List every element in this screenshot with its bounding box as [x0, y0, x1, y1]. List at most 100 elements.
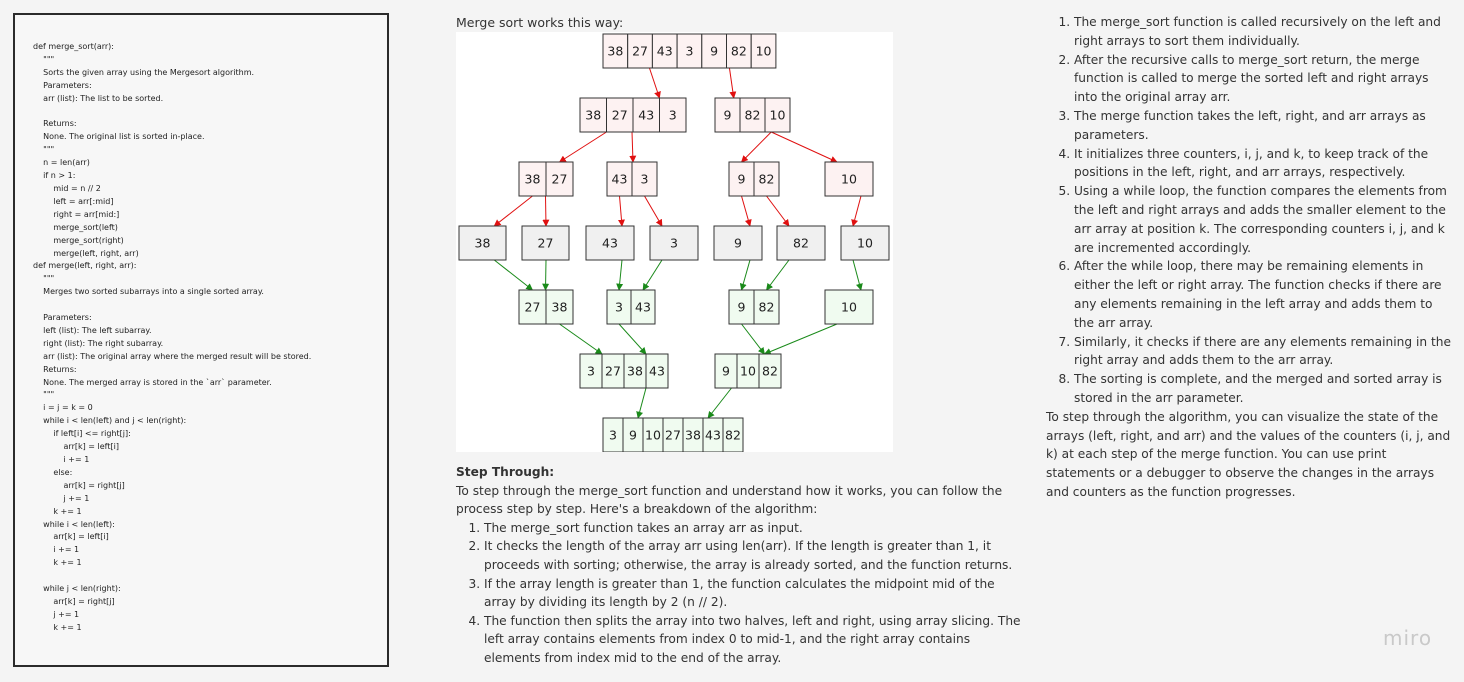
array-node-l3[interactable]: 43 — [585, 225, 635, 261]
array-node-m2[interactable]: 3 43 — [606, 289, 656, 325]
array-cell — [758, 353, 782, 389]
split-arrow — [741, 131, 772, 163]
array-node-s12[interactable]: 43 3 — [606, 161, 658, 197]
array-cell-value: 43 — [635, 300, 651, 315]
array-cell-value: 3 — [641, 172, 649, 187]
split-arrow — [648, 67, 661, 99]
array-cell — [714, 97, 741, 133]
array-cell-value: 3 — [669, 108, 677, 123]
array-cell-value: 82 — [731, 44, 747, 59]
array-node-l2[interactable]: 27 — [521, 225, 570, 261]
array-cell — [824, 289, 874, 325]
array-node-m4[interactable]: 10 — [824, 289, 874, 325]
merge-arrow — [636, 387, 647, 419]
array-cell-value: 43 — [649, 364, 665, 379]
step-item-10: After the while loop, there may be remai… — [1074, 257, 1454, 332]
array-cell — [518, 289, 547, 325]
array-cell-value: 38 — [607, 44, 623, 59]
array-cell-value: 3 — [685, 44, 693, 59]
array-cell-value: 10 — [645, 428, 661, 443]
merge-arrow — [739, 259, 751, 291]
array-cell-value: 3 — [670, 236, 678, 251]
array-cell — [651, 33, 678, 69]
merge-arrow — [618, 323, 647, 355]
array-node-l4[interactable]: 3 — [649, 225, 699, 261]
array-cell-value: 82 — [759, 172, 775, 187]
algorithm-notes: The merge_sort function is called recurs… — [1046, 13, 1454, 502]
array-cell-value: 43 — [705, 428, 721, 443]
array-cell-value: 38 — [627, 364, 643, 379]
array-cell — [824, 161, 874, 197]
array-cell-value: 10 — [770, 108, 786, 123]
array-cell-value: 9 — [734, 236, 742, 251]
array-cell — [521, 225, 570, 261]
step-item-5: The merge_sort function is called recurs… — [1074, 13, 1454, 51]
array-cell — [458, 225, 507, 261]
step-item-8: It initializes three counters, i, j, and… — [1074, 145, 1454, 183]
split-arrow — [644, 195, 663, 227]
array-cell — [728, 161, 755, 197]
step-item-6: After the recursive calls to merge_sort … — [1074, 51, 1454, 107]
array-cell-value: 9 — [738, 172, 746, 187]
merge-arrow — [493, 259, 534, 291]
array-cell — [606, 161, 633, 197]
array-node-s21[interactable]: 9 82 — [728, 161, 780, 197]
array-cell-value: 3 — [609, 428, 617, 443]
array-cell — [545, 161, 574, 197]
array-cell-value: 10 — [857, 236, 873, 251]
array-cell — [606, 289, 632, 325]
array-cell-value: 43 — [638, 108, 654, 123]
array-cell-value: 82 — [725, 428, 741, 443]
array-cell-value: 38 — [585, 108, 601, 123]
array-cell — [739, 97, 766, 133]
diagram-title: Merge sort works this way: — [456, 15, 624, 30]
array-cell-value: 82 — [759, 300, 775, 315]
array-cell — [753, 289, 780, 325]
code-card[interactable]: def merge_sort(arr): """ Sorts the given… — [13, 13, 389, 667]
step-through-section: Step Through: To step through the merge_… — [456, 463, 1024, 668]
array-cell-value: 82 — [793, 236, 809, 251]
split-arrow — [617, 195, 625, 227]
step-item-4: The function then splits the array into … — [484, 612, 1024, 668]
closing-paragraph: To step through the algorithm, you can v… — [1046, 409, 1451, 499]
array-node-l1[interactable]: 38 — [458, 225, 507, 261]
array-cell-value: 27 — [632, 44, 648, 59]
array-cell-value: 27 — [525, 300, 541, 315]
array-cell-value: 3 — [615, 300, 623, 315]
array-cell-value: 38 — [685, 428, 701, 443]
array-node-s22[interactable]: 10 — [824, 161, 874, 197]
array-cell-value: 43 — [602, 236, 618, 251]
array-cell-value: 9 — [722, 364, 730, 379]
array-cell-value: 9 — [724, 108, 732, 123]
split-arrow — [558, 131, 607, 163]
array-cell-value: 3 — [587, 364, 595, 379]
array-node-s1[interactable]: 38 27 43 3 — [579, 97, 687, 133]
array-cell — [750, 33, 777, 69]
array-cell-value: 43 — [612, 172, 628, 187]
step-through-heading: Step Through: — [456, 465, 555, 479]
array-node-l5[interactable]: 9 — [713, 225, 763, 261]
array-node-l7[interactable]: 10 — [840, 225, 890, 261]
step-item-9: Using a while loop, the function compare… — [1074, 182, 1454, 257]
array-cell — [776, 225, 826, 261]
array-cell — [545, 289, 574, 325]
merge-arrow — [559, 323, 603, 355]
array-node-l6[interactable]: 82 — [776, 225, 826, 261]
split-arrow — [728, 67, 737, 99]
merge-arrow — [741, 323, 765, 355]
array-cell-value: 27 — [612, 108, 628, 123]
array-cell — [627, 33, 653, 69]
array-cell-value: 38 — [475, 236, 491, 251]
array-cell-value: 38 — [525, 172, 541, 187]
array-cell — [701, 33, 728, 69]
array-cell-value: 9 — [629, 428, 637, 443]
